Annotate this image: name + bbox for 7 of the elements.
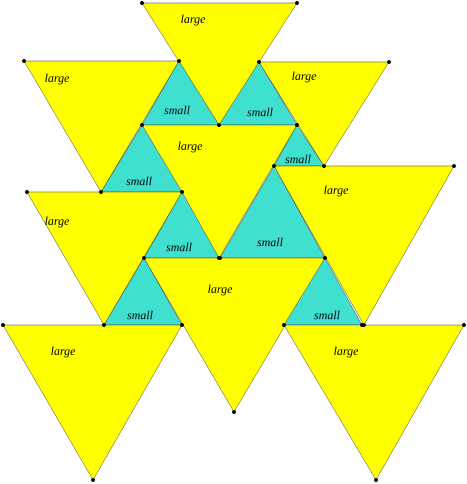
triangle: large <box>2 324 182 480</box>
triangle: small <box>274 124 324 166</box>
triangle: small <box>104 258 182 326</box>
triangle: small <box>142 60 220 126</box>
triangle: large <box>284 324 464 480</box>
triangle: small <box>144 192 220 258</box>
triangle: small <box>284 258 362 326</box>
